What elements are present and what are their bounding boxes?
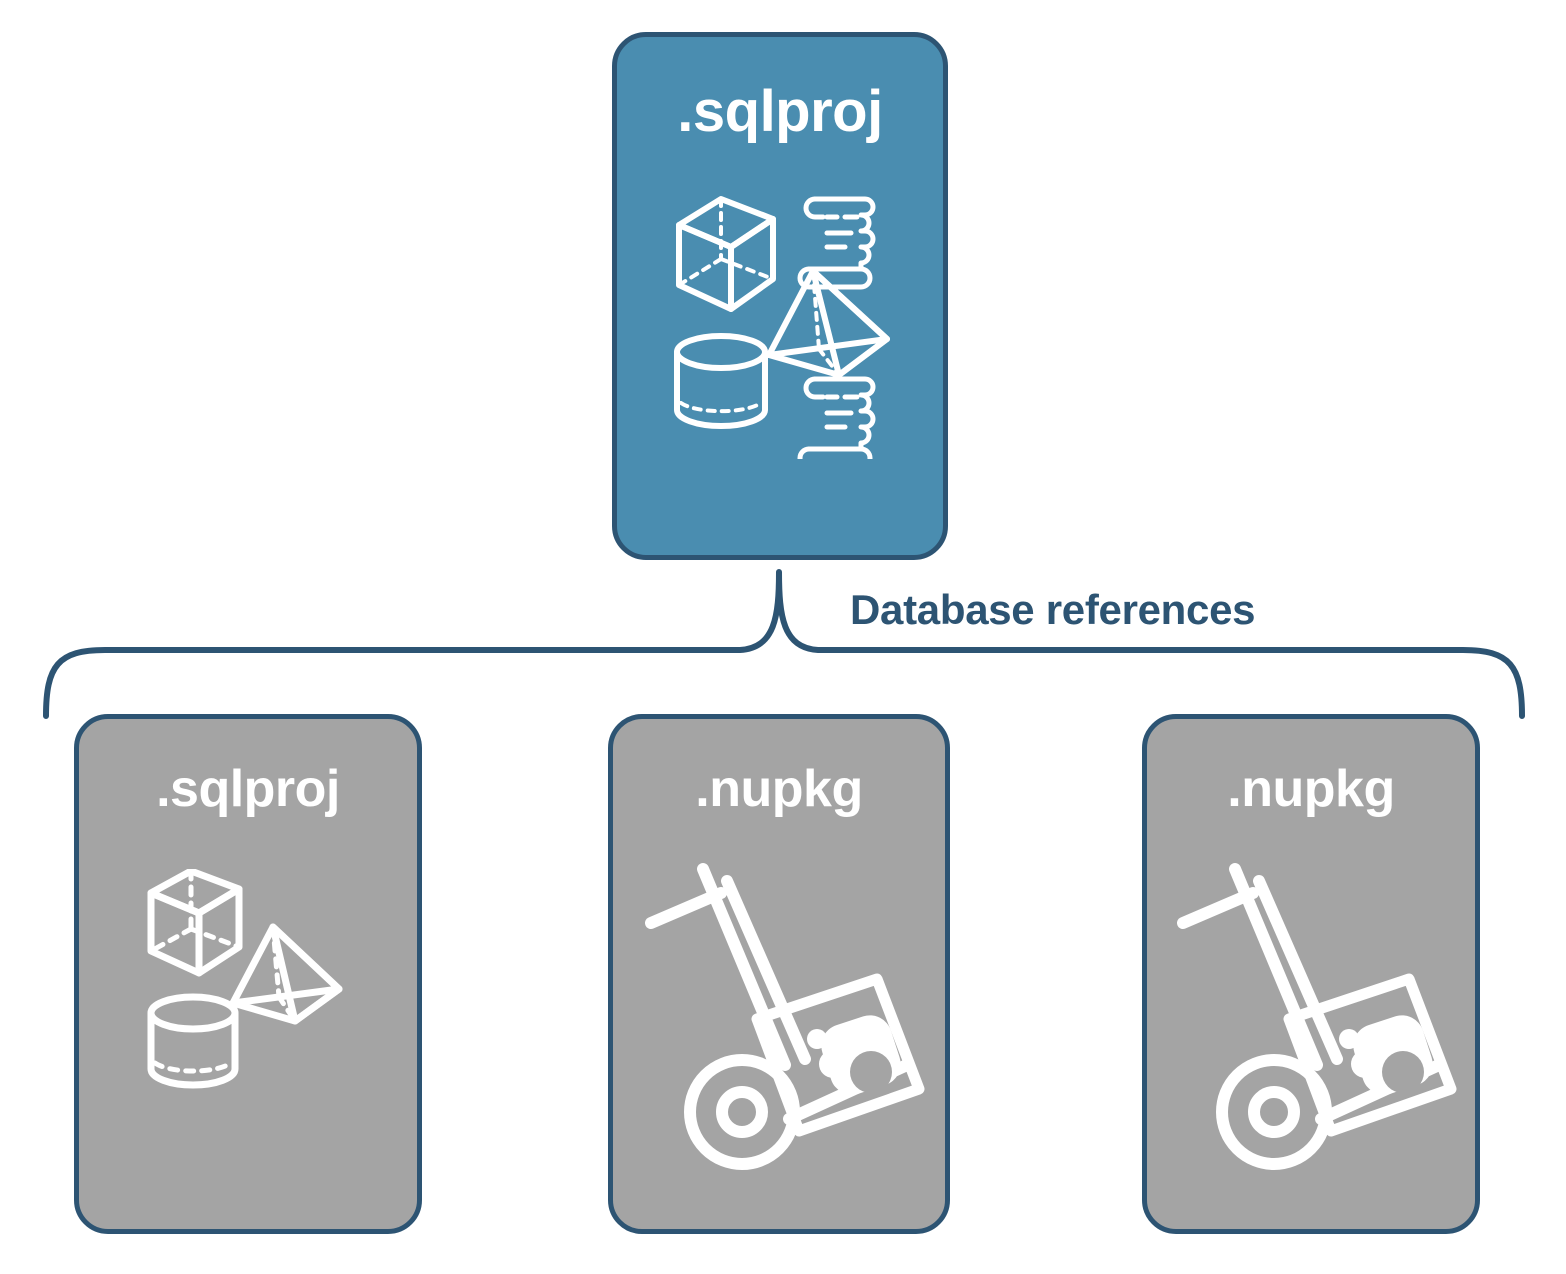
node-root-label: .sqlproj (677, 79, 883, 144)
hand-truck-package-icon (1177, 863, 1457, 1170)
node-root-icon-group (673, 189, 903, 470)
node-child-1-label: .nupkg (695, 760, 863, 818)
pyramid-icon (766, 268, 890, 378)
database-references-bracket (43, 569, 1525, 719)
node-child-nupkg-1[interactable]: .nupkg (608, 714, 950, 1234)
hand-truck-package-icon (645, 863, 925, 1170)
scroll-icon (797, 196, 876, 290)
bracket-label: Database references (840, 587, 1266, 633)
cube-icon (676, 196, 776, 312)
node-child-sqlproj[interactable]: .sqlproj (74, 714, 422, 1234)
pyramid-icon (229, 923, 343, 1025)
node-child-2-label: .nupkg (1227, 760, 1395, 818)
node-child-2-icon-group (1161, 859, 1461, 1189)
node-child-nupkg-2[interactable]: .nupkg (1142, 714, 1480, 1234)
node-child-1-icon-group (629, 859, 929, 1189)
node-child-0-label: .sqlproj (156, 760, 340, 818)
cube-icon (147, 867, 243, 977)
scroll-icon (797, 376, 876, 470)
cylinder-icon (147, 993, 239, 1089)
node-child-0-icon-group (133, 867, 363, 1099)
cylinder-icon (674, 333, 768, 429)
node-root-sqlproj[interactable]: .sqlproj (612, 32, 948, 560)
